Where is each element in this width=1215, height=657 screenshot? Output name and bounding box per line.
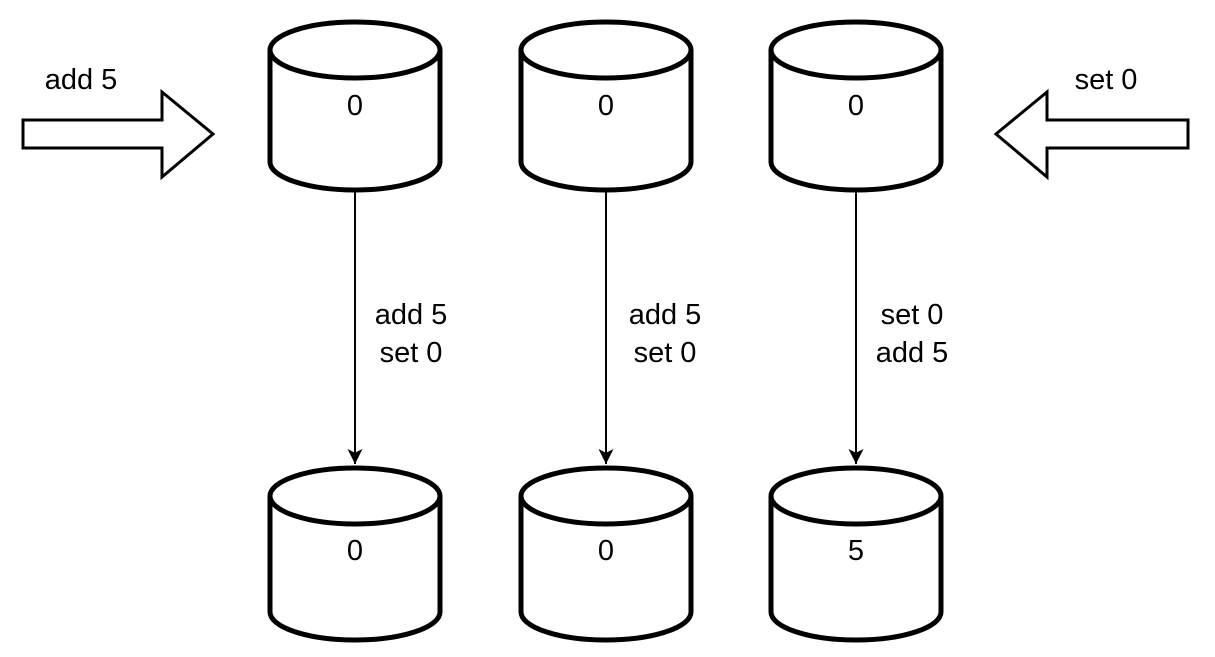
transition-2-op-1: add 5 bbox=[629, 299, 702, 331]
transition-2-op-2: set 0 bbox=[634, 337, 697, 369]
replica-before-1: 0 bbox=[267, 19, 443, 193]
replica-before-2-value: 0 bbox=[598, 90, 614, 122]
replica-after-1: 0 bbox=[267, 465, 443, 643]
database-cylinder-icon bbox=[768, 50, 944, 193]
incoming-operation-left: add 5 bbox=[21, 64, 216, 181]
block-arrow-left-icon bbox=[993, 88, 1190, 181]
replica-before-1-value: 0 bbox=[347, 90, 363, 122]
replica-after-1-value: 0 bbox=[347, 535, 363, 567]
replica-before-3: 0 bbox=[768, 19, 944, 193]
block-arrow-right-icon bbox=[21, 88, 216, 181]
database-cylinder-icon bbox=[768, 496, 944, 643]
database-cylinder-top-icon bbox=[267, 19, 443, 81]
database-cylinder-top-icon bbox=[518, 465, 694, 527]
transition-3-op-2: add 5 bbox=[876, 337, 949, 369]
database-cylinder-icon bbox=[518, 496, 694, 643]
database-cylinder-top-icon bbox=[518, 19, 694, 81]
replica-before-3-value: 0 bbox=[848, 90, 864, 122]
replica-after-3-value: 5 bbox=[848, 535, 864, 567]
incoming-right-label: set 0 bbox=[1075, 64, 1138, 96]
database-cylinder-top-icon bbox=[768, 465, 944, 527]
incoming-operation-right: set 0 bbox=[993, 64, 1190, 181]
replica-after-2: 0 bbox=[518, 465, 694, 643]
database-cylinder-icon bbox=[267, 50, 443, 193]
database-cylinder-icon bbox=[267, 496, 443, 643]
replica-before-2: 0 bbox=[518, 19, 694, 193]
transition-2: add 5 set 0 bbox=[598, 190, 702, 464]
transition-1: add 5 set 0 bbox=[347, 190, 448, 464]
database-cylinder-top-icon bbox=[267, 465, 443, 527]
replica-after-2-value: 0 bbox=[598, 535, 614, 567]
replica-after-3: 5 bbox=[768, 465, 944, 643]
transition-1-op-2: set 0 bbox=[380, 337, 443, 369]
database-cylinder-icon bbox=[518, 50, 694, 193]
transition-3-op-1: set 0 bbox=[881, 299, 944, 331]
transition-1-op-1: add 5 bbox=[375, 299, 448, 331]
database-cylinder-top-icon bbox=[768, 19, 944, 81]
incoming-left-label: add 5 bbox=[45, 64, 118, 96]
transition-3: set 0 add 5 bbox=[848, 190, 949, 464]
